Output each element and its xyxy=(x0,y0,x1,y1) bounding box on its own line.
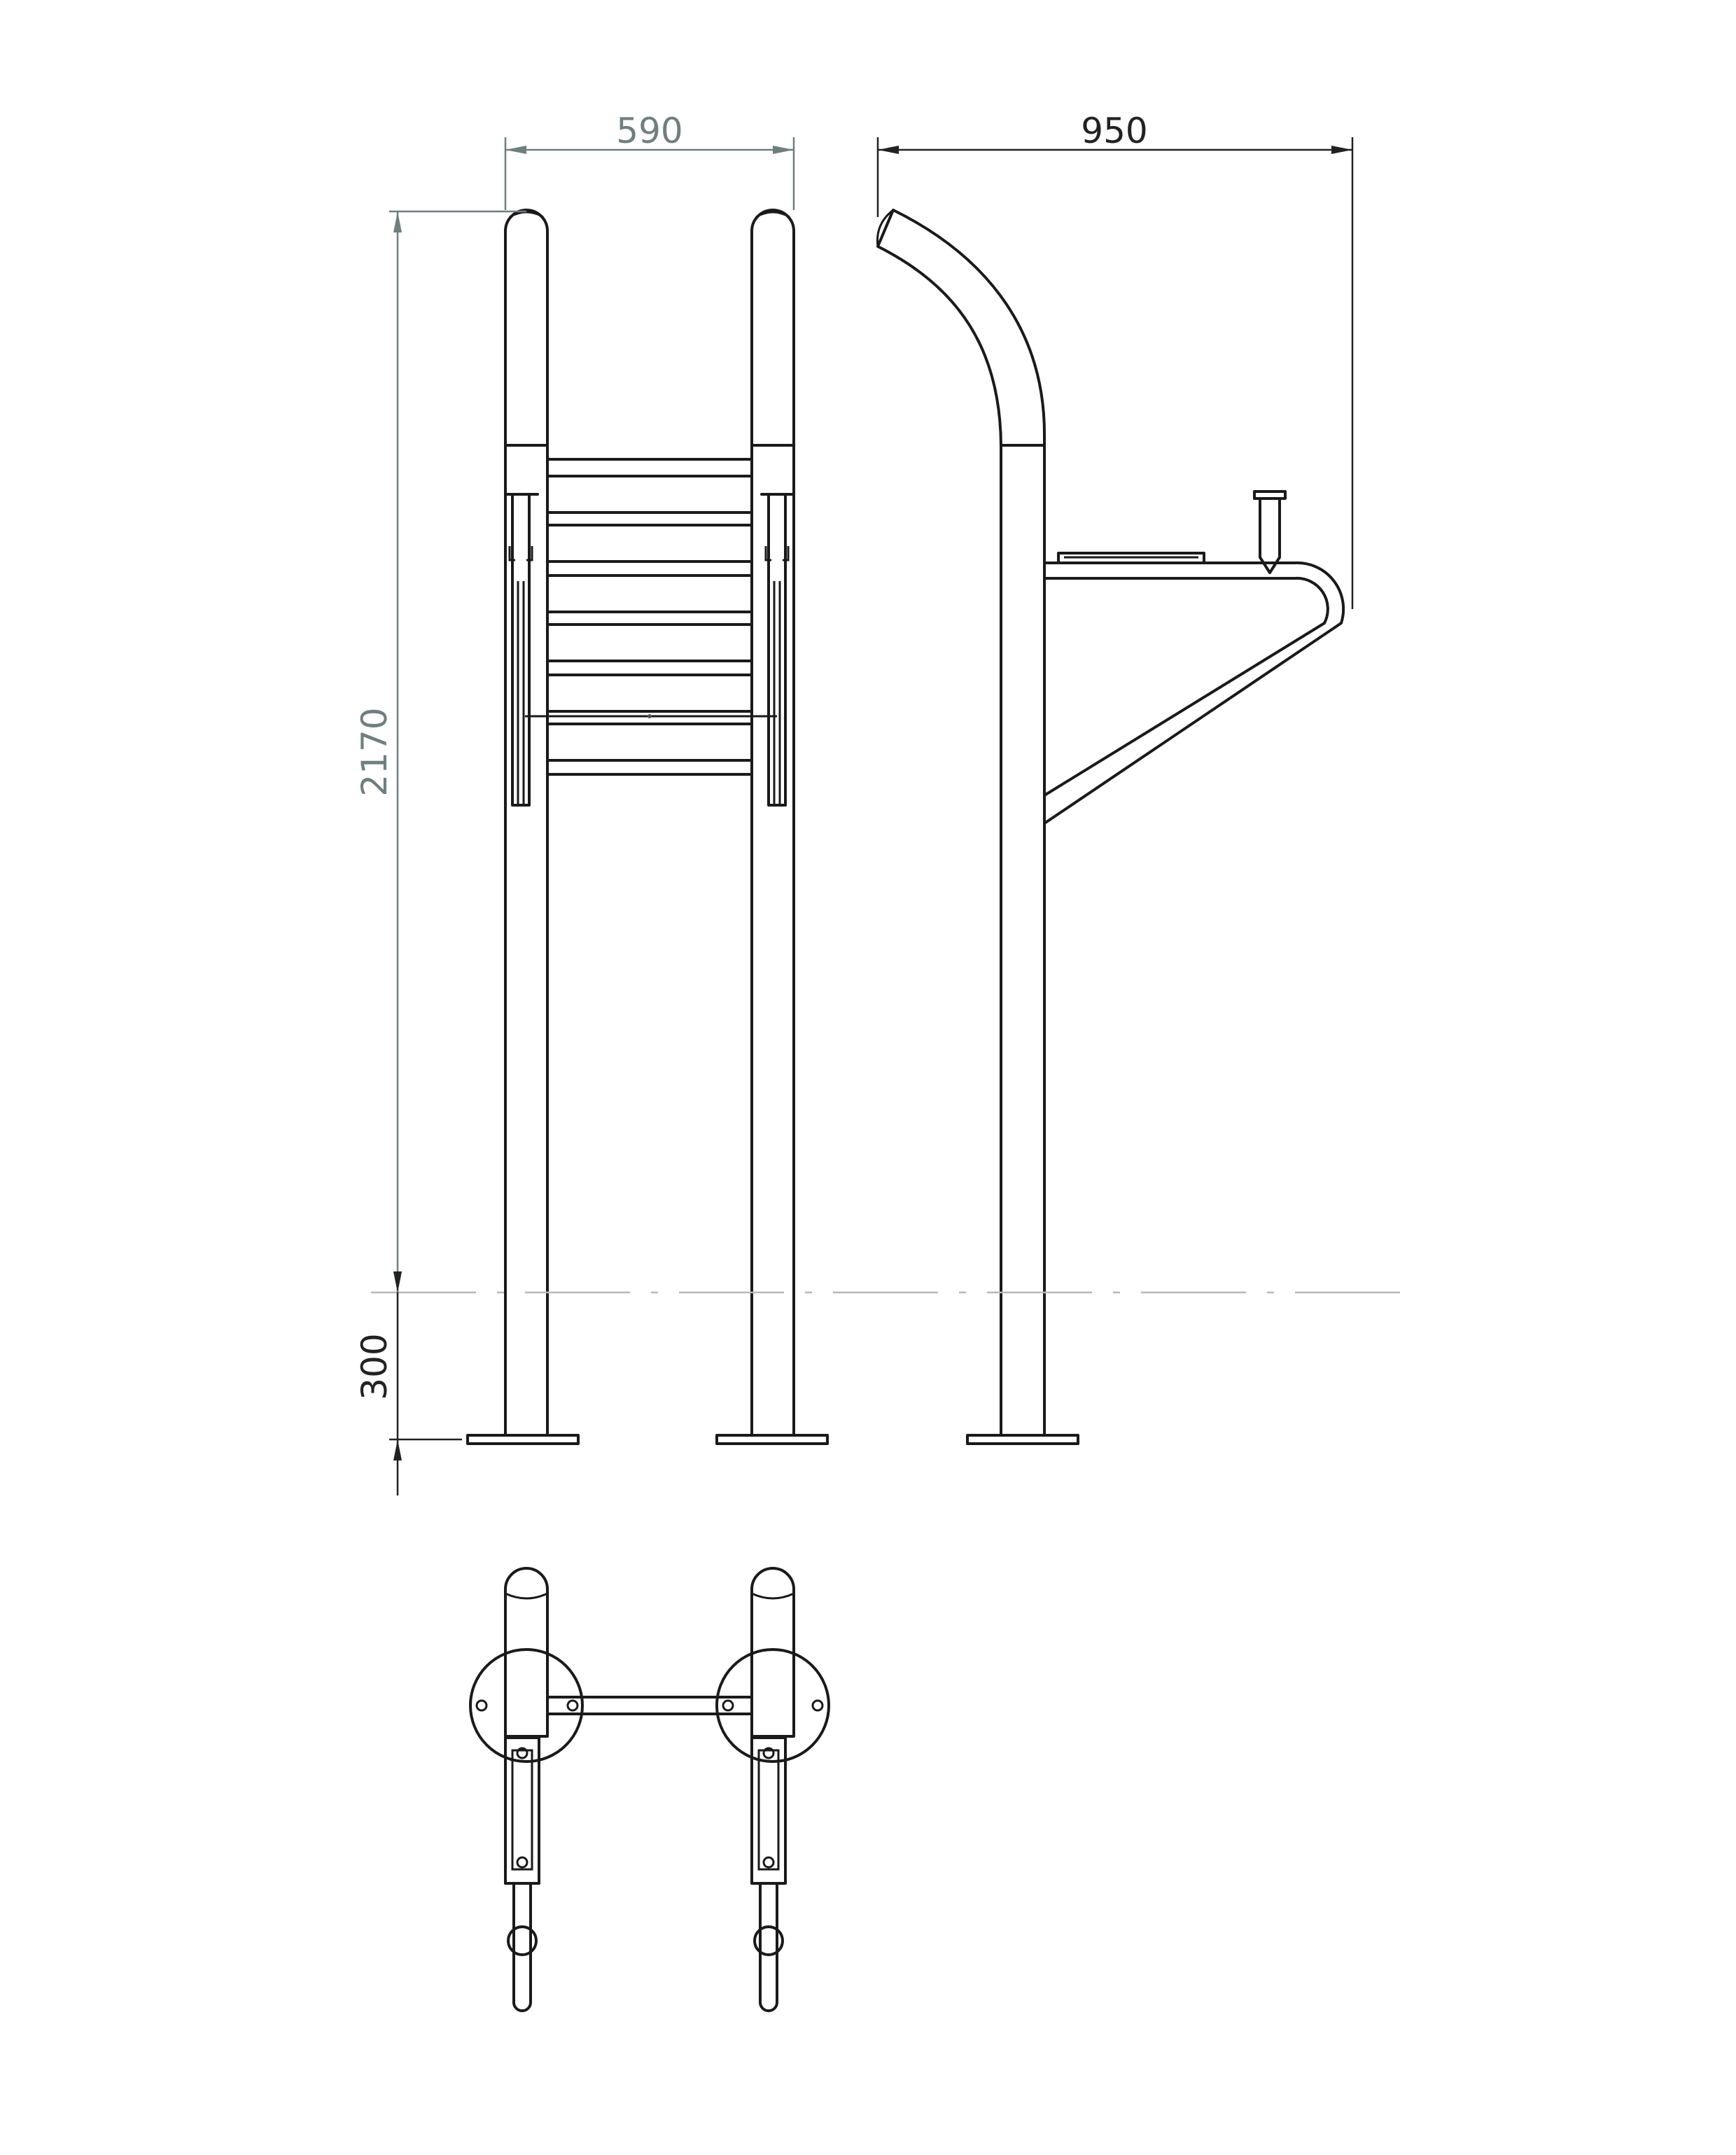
front-left-handle xyxy=(504,493,539,807)
top-left-handle xyxy=(504,1736,540,2012)
top-right-handle xyxy=(750,1736,787,2012)
side-platform xyxy=(1057,552,1205,564)
dimension-2170: 2170 xyxy=(354,210,526,1292)
front-frame-top xyxy=(504,444,795,461)
dimension-300: 300 xyxy=(354,1271,462,1495)
top-right-post xyxy=(750,1567,795,1738)
front-right-post xyxy=(750,209,795,1437)
dimension-950-label: 950 xyxy=(1081,111,1147,151)
side-support-loop xyxy=(1043,576,1329,797)
side-main-post xyxy=(876,209,1046,1437)
top-right-base-disc xyxy=(715,1648,830,1763)
side-base-plate xyxy=(966,1434,1079,1445)
side-view xyxy=(876,209,1345,1445)
dimension-590: 590 xyxy=(504,111,795,210)
front-right-handle xyxy=(760,493,795,807)
front-left-base-plate xyxy=(466,1434,580,1445)
top-left-base-disc xyxy=(469,1648,584,1763)
front-view xyxy=(466,209,829,1445)
dimension-2170-label: 2170 xyxy=(354,707,395,796)
dimension-950: 950 xyxy=(876,111,1354,609)
front-slats xyxy=(546,475,753,762)
top-view xyxy=(469,1567,830,2012)
side-handle-nub xyxy=(1253,490,1287,574)
front-left-post xyxy=(504,209,549,1437)
dimension-300-label: 300 xyxy=(354,1333,395,1400)
top-left-post xyxy=(504,1567,549,1738)
front-right-base-plate xyxy=(715,1434,829,1445)
dimension-590-label: 590 xyxy=(616,111,682,151)
